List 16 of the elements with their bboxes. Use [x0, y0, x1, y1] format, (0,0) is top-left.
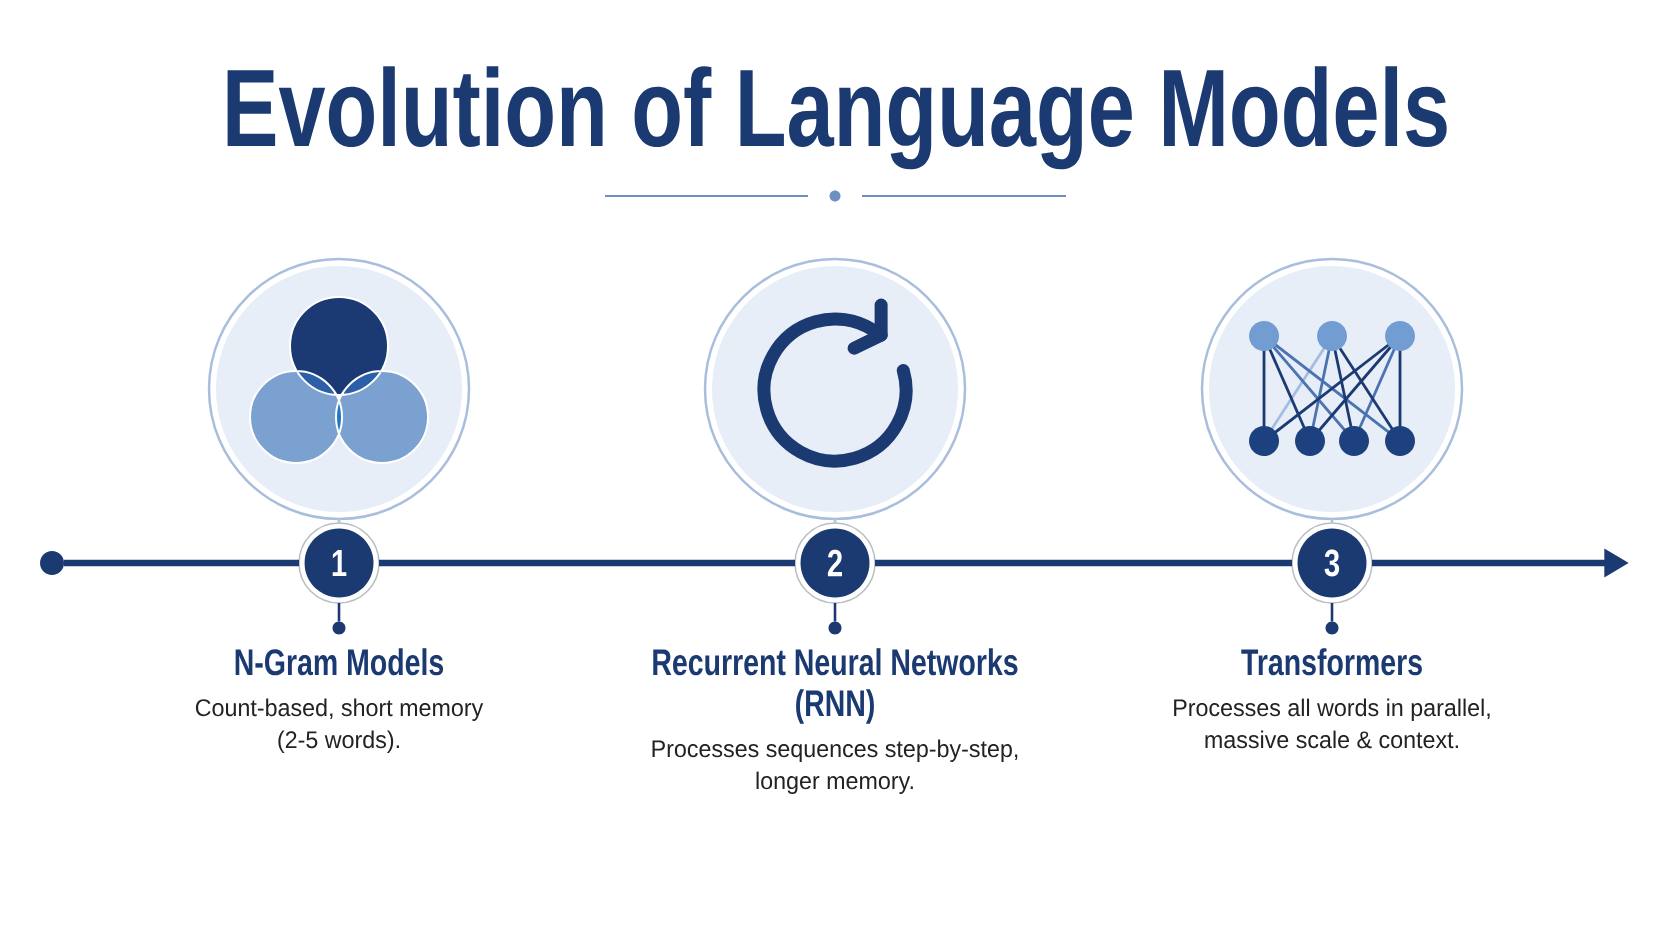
stem-line: [1330, 603, 1334, 622]
stage-description: Recurrent Neural Networks (RNN) Processes sequences step-by-step, longer memory.: [652, 648, 1018, 794]
timeline-start-dot: [40, 551, 64, 575]
connector-line: [833, 519, 837, 523]
number-badge: 3: [1291, 522, 1373, 604]
title: Evolution of Language Models: [227, 66, 1447, 170]
number-badge: 1: [298, 522, 380, 604]
icon-circle: [703, 257, 967, 521]
icon-circle: [1200, 257, 1464, 521]
stage-description: N-Gram Models Count-based, short memory (2-5 words).: [195, 648, 484, 753]
connector-line: [337, 519, 341, 523]
number-badge: 2: [794, 522, 876, 604]
stage-description: Transformers Processes all words in parallel, massive scale & context.: [1174, 648, 1490, 749]
stem-line: [337, 603, 341, 622]
stem-line: [833, 603, 837, 622]
connector-line: [1330, 519, 1334, 523]
